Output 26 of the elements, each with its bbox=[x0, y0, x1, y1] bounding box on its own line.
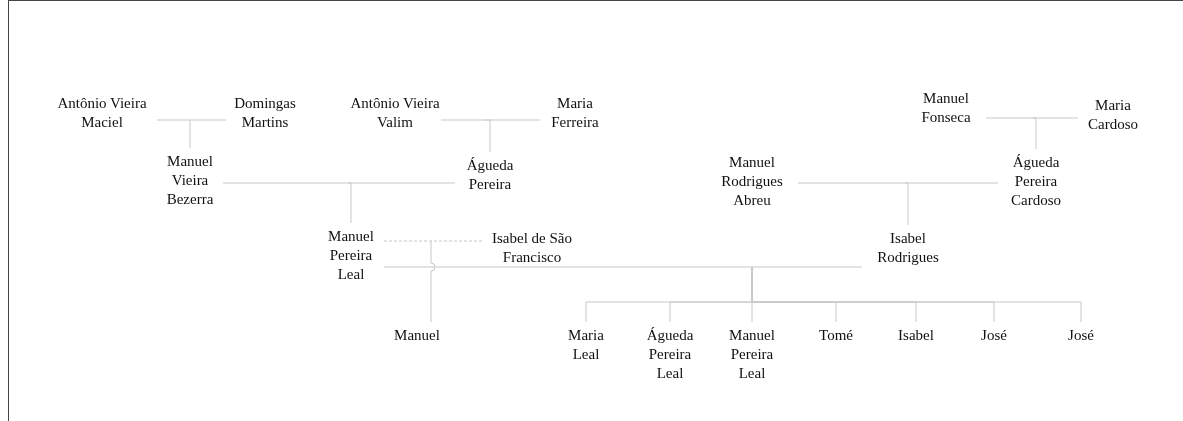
person-name: Maria Ferreira bbox=[540, 94, 610, 132]
connector-line bbox=[1032, 117, 1037, 150]
person-name: Domingas Martins bbox=[226, 94, 304, 132]
person-name: Manuel Rodrigues Abreu bbox=[706, 153, 798, 210]
connector-line bbox=[347, 182, 352, 224]
person-name: José bbox=[1053, 326, 1109, 345]
person-name: Manuel Fonseca bbox=[906, 89, 986, 127]
person-name: Maria Cardoso bbox=[1078, 96, 1148, 134]
person-name: Águeda Pereira Cardoso bbox=[998, 153, 1074, 210]
person-name: Manuel Pereira Leal bbox=[721, 326, 783, 383]
person-name: Águeda Pereira bbox=[455, 156, 525, 194]
person-name: Isabel bbox=[888, 326, 944, 345]
person-name: Tomé bbox=[808, 326, 864, 345]
person-name: Manuel Pereira Leal bbox=[318, 227, 384, 284]
connector-line bbox=[430, 240, 436, 323]
person-name: Antônio Vieira Valim bbox=[349, 94, 441, 132]
connector-line bbox=[904, 182, 909, 226]
person-name: Manuel Vieira Bezerra bbox=[157, 152, 223, 209]
person-name: Antônio Vieira Maciel bbox=[47, 94, 157, 132]
person-name: Isabel Rodrigues bbox=[862, 229, 954, 267]
person-name: Isabel de São Francisco bbox=[484, 229, 580, 267]
person-name: Manuel bbox=[384, 326, 450, 345]
person-name: Águeda Pereira Leal bbox=[640, 326, 700, 383]
connector-line bbox=[485, 119, 491, 153]
person-name: Maria Leal bbox=[558, 326, 614, 364]
person-name: José bbox=[966, 326, 1022, 345]
